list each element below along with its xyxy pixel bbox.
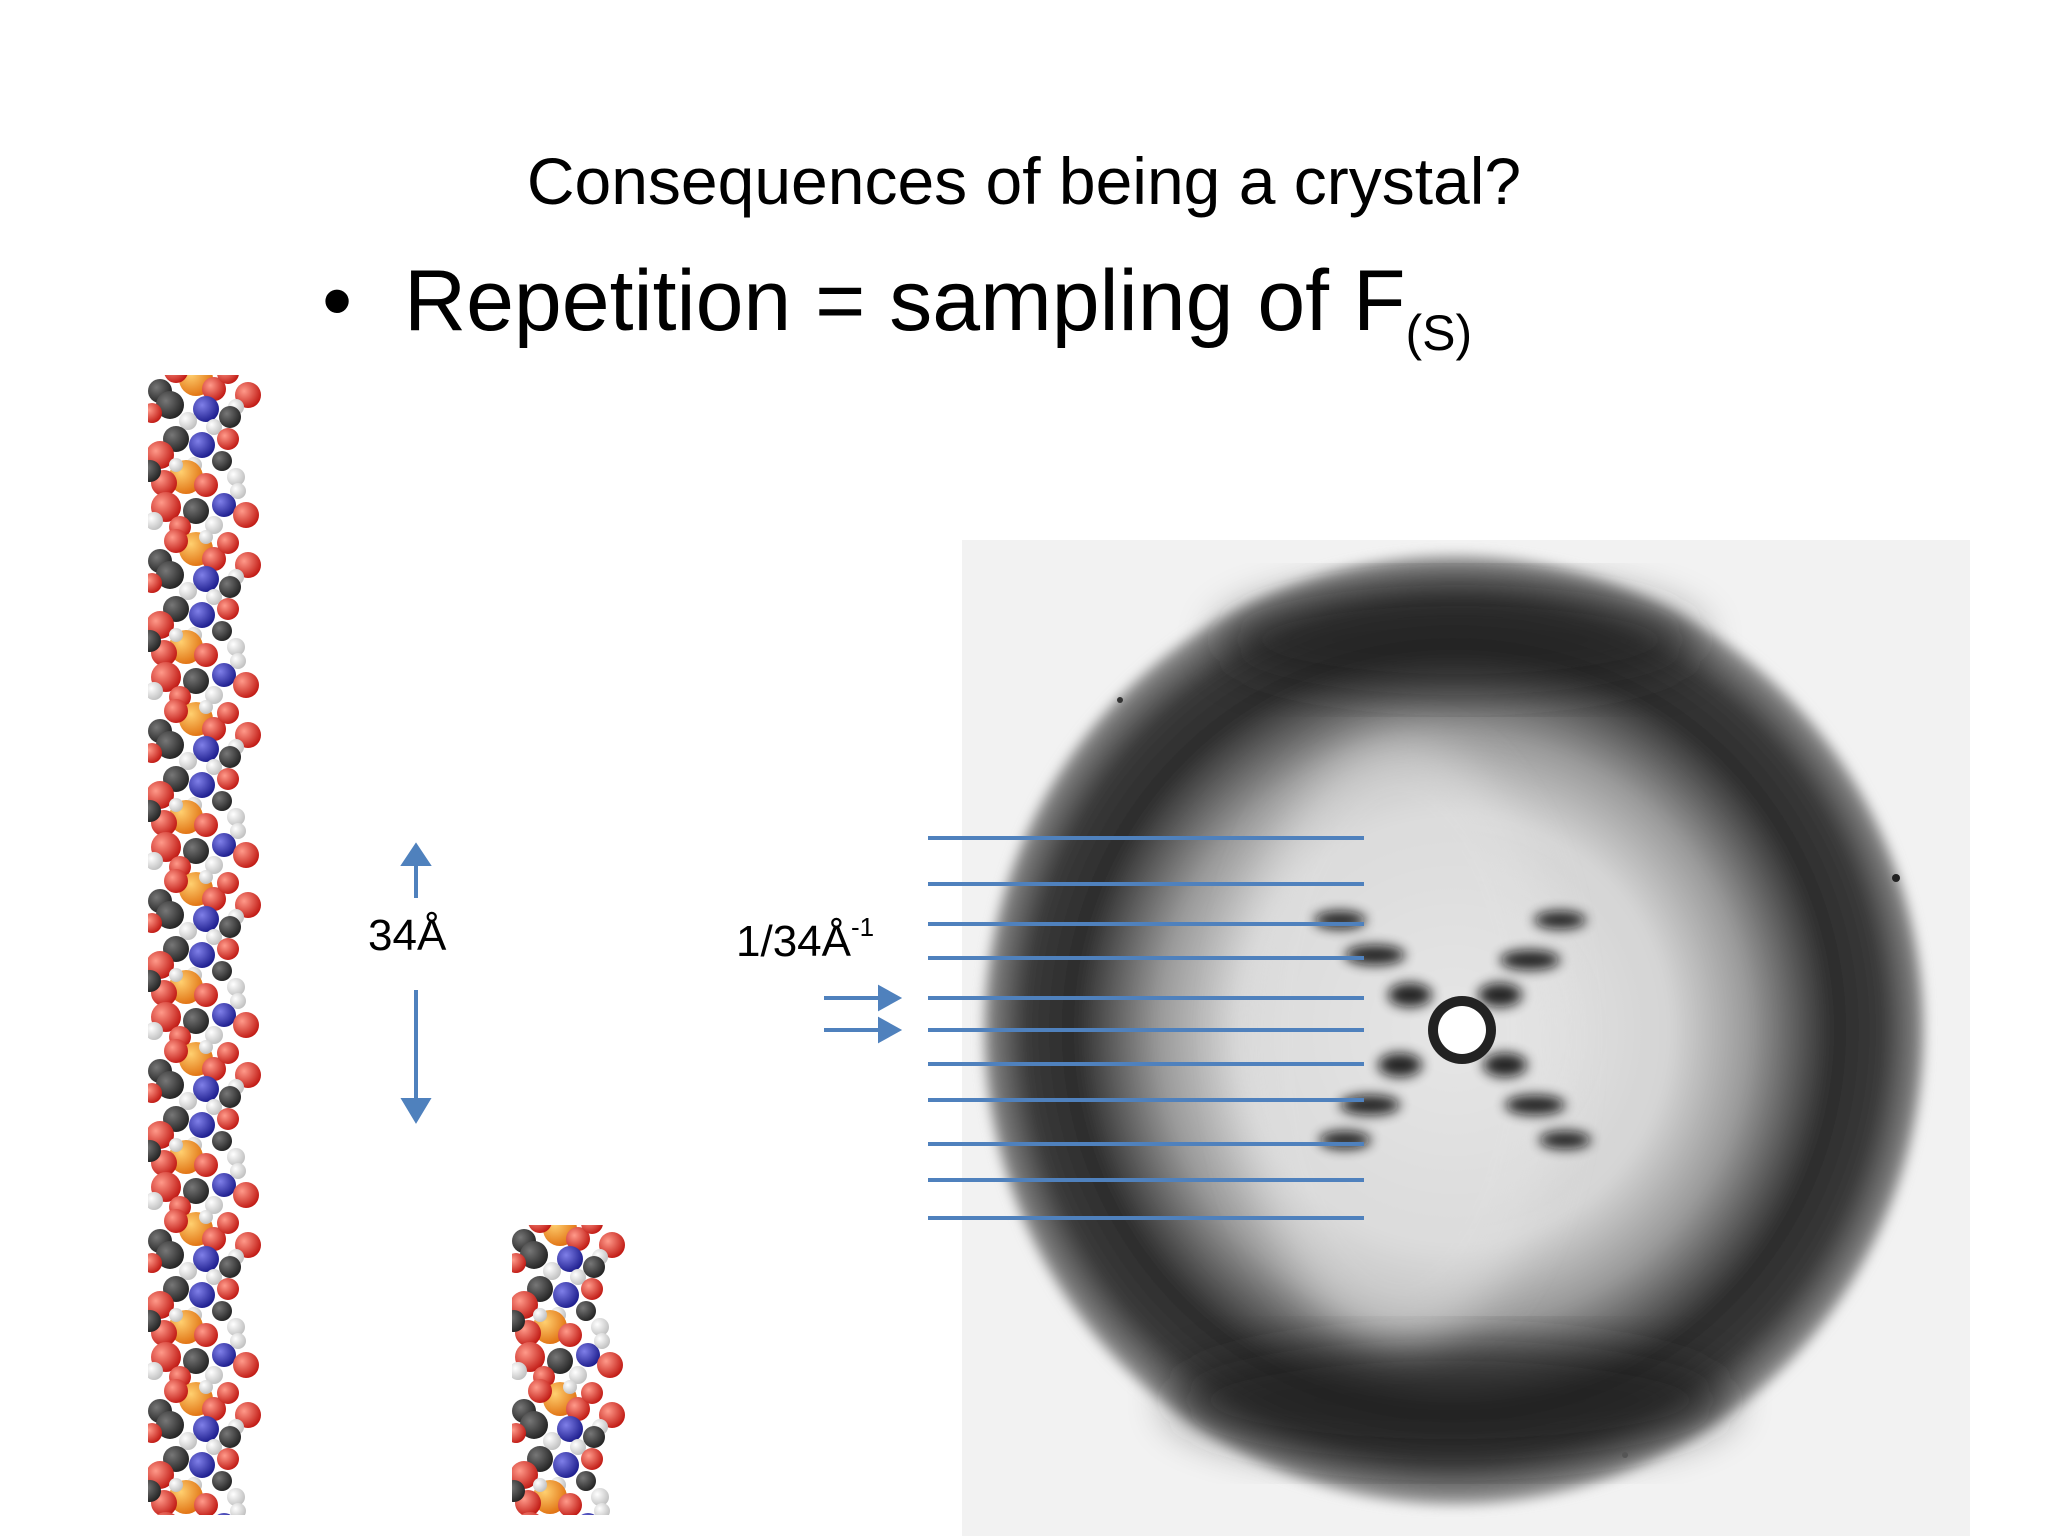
spacing-arrows [824, 984, 903, 1044]
reciprocal-spacing-value: 1/34Å [736, 917, 851, 966]
bullet-subscript: (S) [1405, 305, 1473, 361]
arrow-head-right [878, 984, 903, 1012]
arrow-head-up [400, 842, 432, 866]
reciprocal-spacing-exponent: -1 [850, 912, 875, 942]
bullet-text: Repetition = sampling of F [404, 253, 1406, 349]
arrow-head-down [400, 1098, 432, 1124]
layer-lines [928, 836, 1364, 1220]
reciprocal-spacing-label: 1/34Å-1 [736, 914, 874, 964]
period-arrows [400, 842, 432, 1124]
bullet-point: •Repetition = sampling of F(S) [322, 258, 1472, 358]
bullet-marker: • [322, 253, 353, 349]
dna-helix-fragment-image [512, 1225, 625, 1515]
slide-title: Consequences of being a crystal? [526, 144, 1522, 218]
xray-diffraction-photo [962, 540, 1970, 1536]
arrow-head-right [878, 1016, 903, 1044]
dna-helix-model-image [148, 375, 261, 1515]
period-label: 34Å [368, 911, 447, 960]
